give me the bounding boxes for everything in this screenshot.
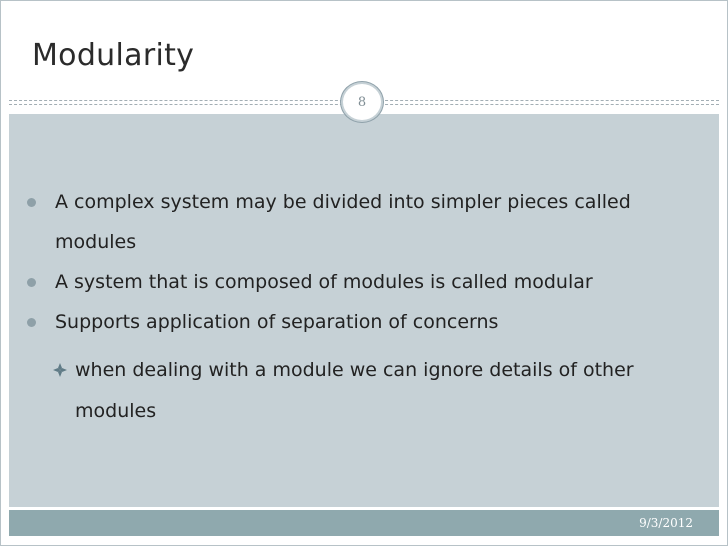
bullet-text: Supports application of separation of co… [55, 311, 499, 333]
footer-date: 9/3/2012 [639, 516, 693, 530]
content-area [9, 114, 719, 507]
sub-bullet-item: when dealing with a module we can ignore… [13, 350, 693, 432]
slide-title: Modularity [32, 38, 195, 73]
bullet-dot-icon [27, 278, 36, 287]
bullet-item: Supports application of separation of co… [13, 302, 693, 342]
bullet-item: A system that is composed of modules is … [13, 262, 693, 302]
bullet-item: A complex system may be divided into sim… [13, 182, 693, 262]
footer-bar: 9/3/2012 [9, 510, 719, 536]
bullet-text: A complex system may be divided into sim… [55, 191, 631, 253]
sub-bullet-text: when dealing with a module we can ignore… [75, 359, 634, 422]
diamond-cross-icon [53, 363, 67, 377]
slide-number: 8 [357, 94, 367, 110]
bullet-text: A system that is composed of modules is … [55, 271, 593, 293]
bullet-list: A complex system may be divided into sim… [13, 182, 693, 432]
bullet-dot-icon [27, 198, 36, 207]
slide-number-badge: 8 [343, 84, 381, 120]
bullet-dot-icon [27, 318, 36, 327]
